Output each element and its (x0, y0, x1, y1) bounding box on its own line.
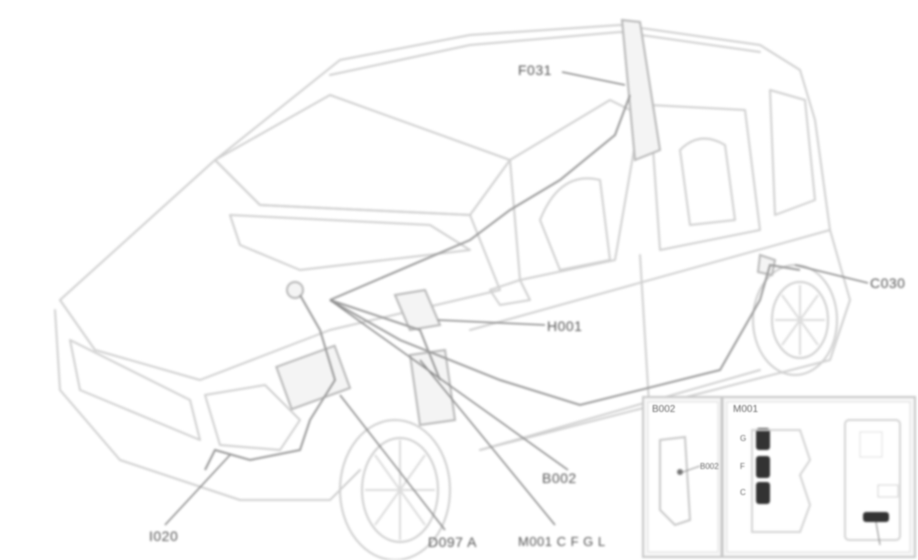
seat-front (539, 177, 611, 271)
mirror (489, 279, 531, 306)
front-wheel-rim (361, 437, 439, 543)
m001-pin-g (756, 428, 770, 450)
callout-i020: I020 (149, 528, 179, 544)
b-pillar-component (620, 18, 662, 162)
leader-f031 (561, 71, 626, 86)
steering-column (408, 348, 457, 427)
callout-m001: M001 C F G L (518, 534, 606, 549)
callout-b002: B002 (542, 470, 577, 486)
dashboard (229, 214, 471, 271)
m001-pin-f (756, 456, 770, 478)
car-roof-rack (329, 31, 761, 76)
leader-h001 (437, 319, 546, 326)
front-bumper (54, 309, 361, 501)
c030-connector (756, 253, 777, 277)
harness-column (329, 299, 441, 381)
inset-pin-f: F (740, 462, 745, 471)
fuse-highlight (863, 512, 889, 522)
callout-d097: D097 A (428, 534, 477, 550)
headlight (204, 384, 301, 451)
door-line (639, 254, 651, 421)
h001-switch (393, 288, 442, 332)
hood (59, 159, 501, 381)
harness-main (329, 94, 631, 301)
side-window-rear (649, 104, 761, 251)
sill-line (479, 369, 761, 451)
inset-title-m001: M001 (733, 404, 759, 415)
windshield (214, 94, 511, 216)
callout-f031: F031 (518, 62, 552, 78)
leader-b002 (329, 299, 569, 471)
rear-wheel-rim (771, 281, 829, 359)
side-body (469, 229, 851, 451)
car-roof-outline (214, 24, 831, 231)
inset-pin-g: G (740, 434, 747, 443)
callout-c030: C030 (870, 275, 906, 291)
front-wheel (339, 419, 451, 560)
grille (69, 339, 201, 441)
sensor-left (286, 281, 304, 299)
leader-c030 (794, 264, 869, 284)
inset-title-b002: B002 (652, 404, 676, 415)
inset-pin-c: C (740, 488, 746, 497)
rear-window (769, 89, 816, 216)
inset-panel (642, 396, 916, 558)
callout-h001: H001 (547, 318, 583, 334)
leader-m001 (419, 359, 556, 526)
leader-d097 (339, 394, 446, 531)
leader-i020 (164, 454, 231, 526)
ecu-module (275, 344, 352, 411)
side-window-front (509, 99, 641, 281)
inset-arrow-label: B002 (700, 462, 719, 471)
seat-rear (679, 137, 736, 226)
m001-pin-c (756, 482, 770, 504)
harness-front (204, 294, 337, 471)
harness-side (329, 263, 801, 407)
